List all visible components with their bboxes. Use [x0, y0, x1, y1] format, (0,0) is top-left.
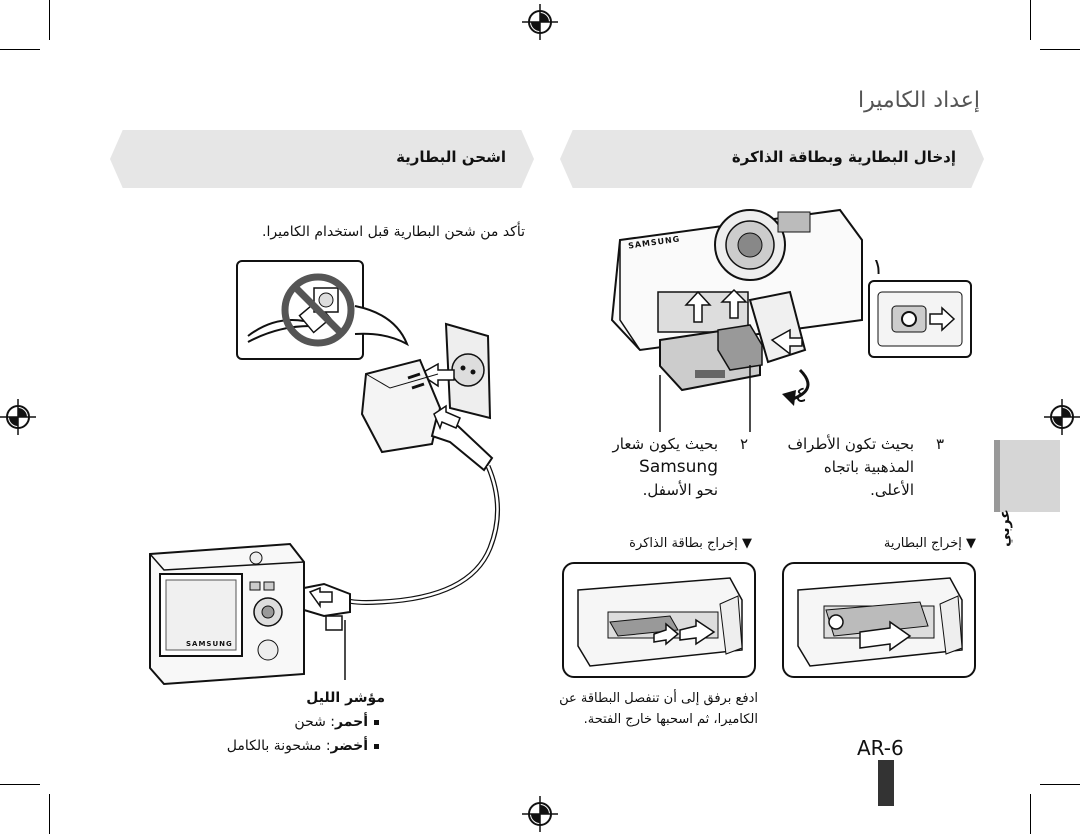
warning-bubble: [236, 260, 364, 360]
bullet-icon: [374, 743, 379, 749]
remove-battery-caption: ▼ إخراج البطارية: [883, 536, 976, 551]
led-item-key: أخضر: [330, 738, 368, 754]
section-banner-right: اشحن البطارية: [110, 130, 534, 188]
section-banner-left: إدخال البطارية وبطاقة الذاكرة: [560, 130, 984, 188]
crop-mark: [0, 49, 40, 50]
note-card-line: نحو الأسفل.: [642, 481, 718, 499]
crop-mark: [0, 784, 40, 785]
battery-removal-illustration: [797, 577, 963, 667]
crop-mark: [1030, 0, 1031, 40]
remove-battery-frame: [782, 562, 976, 678]
camera-back-illustration: [149, 542, 351, 686]
note-card-number: ٢: [739, 435, 748, 453]
led-item-text: : مشحونة بالكامل: [226, 738, 331, 754]
note-battery-line: المذهبية باتجاه: [823, 458, 914, 476]
card-removal-illustration: [577, 577, 743, 667]
note-battery-line: بحيث تكون الأطراف: [787, 435, 914, 453]
latch-switch-icon: [877, 291, 963, 347]
note-card-line: Samsung: [639, 457, 718, 477]
page-number: AR-6: [857, 736, 904, 760]
release-note: ادفع برفق إلى أن تنفصل البطاقة عن الكامي…: [559, 688, 758, 730]
section-title: إدخال البطارية وبطاقة الذاكرة: [731, 148, 956, 166]
latch-inset: [868, 280, 972, 358]
led-item: أحمر: شحن: [227, 710, 385, 734]
language-tab: [994, 440, 1060, 512]
note-battery-number: ٣: [935, 435, 944, 453]
language-tab-label: عربي: [996, 509, 1013, 547]
charging-instruction: تأكد من شحن البطارية قبل استخدام الكامير…: [262, 224, 525, 240]
page-edge-tab: [878, 760, 894, 806]
step-number-1: ١: [872, 255, 884, 280]
registration-mark-icon: [522, 796, 558, 832]
crop-mark: [49, 0, 50, 40]
crop-mark: [1040, 49, 1080, 50]
bubble-tail-icon: [354, 305, 409, 347]
note-card: ٢ بحيث يكون شعار Samsung نحو الأسفل.: [588, 433, 749, 502]
led-item-key: أحمر: [335, 714, 368, 730]
led-indicator: مؤشر الليل أحمر: شحن أخضر: مشحونة بالكام…: [227, 686, 385, 758]
remove-card-caption: ▼ إخراج بطاقة الذاكرة: [629, 536, 752, 551]
step-number-4: ٤: [795, 383, 807, 408]
bullet-icon: [374, 719, 379, 725]
registration-mark-icon: [0, 399, 36, 435]
page-title: إعداد الكاميرا: [857, 88, 980, 113]
no-direct-plug-icon: [247, 273, 355, 347]
remove-card-frame: [562, 562, 756, 678]
section-title: اشحن البطارية: [396, 148, 506, 166]
note-battery-line: الأعلى.: [870, 481, 914, 499]
led-title: مؤشر الليل: [306, 690, 385, 706]
registration-mark-icon: [522, 4, 558, 40]
registration-mark-icon: [1044, 399, 1080, 435]
note-battery: ٣ بحيث تكون الأطراف المذهبية باتجاه الأع…: [734, 433, 944, 502]
note-card-line: بحيث يكون شعار: [612, 435, 719, 453]
camera-brand-label: SAMSUNG: [186, 640, 233, 648]
led-item-text: : شحن: [294, 714, 336, 730]
crop-mark: [49, 794, 50, 834]
charger-outlet-illustration: [338, 322, 500, 605]
crop-mark: [1040, 784, 1080, 785]
release-note-line: الكاميرا، ثم اسحبها خارج الفتحة.: [583, 712, 758, 727]
crop-mark: [1030, 794, 1031, 834]
led-item: أخضر: مشحونة بالكامل: [227, 734, 385, 758]
camera-battery-illustration: [610, 208, 863, 432]
release-note-line: ادفع برفق إلى أن تنفصل البطاقة عن: [559, 691, 758, 706]
